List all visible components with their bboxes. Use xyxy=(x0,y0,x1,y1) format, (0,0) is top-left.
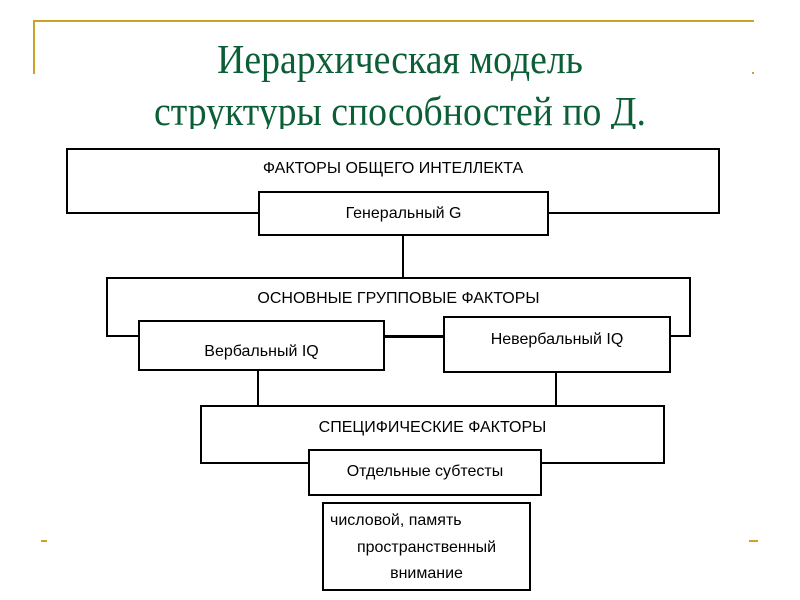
example-2: пространственный xyxy=(356,539,497,556)
example-1: числовой, память xyxy=(330,512,462,529)
specific-factors-label: СПЕЦИФИЧЕСКИЕ ФАКТОРЫ xyxy=(318,419,547,436)
slide-title-line1: Иерархическая модель xyxy=(217,36,583,82)
subtests-label: Отдельные субтесты xyxy=(346,463,504,480)
subtests-box: Отдельные субтесты xyxy=(308,449,542,496)
connector xyxy=(402,235,404,278)
accent-mark xyxy=(41,540,47,542)
verbal-iq-label: Вербальный IQ xyxy=(204,343,319,360)
general-g-label: Генеральный G xyxy=(345,205,462,222)
general-factors-label: ФАКТОРЫ ОБЩЕГО ИНТЕЛЛЕКТА xyxy=(262,160,524,177)
connector xyxy=(384,336,444,338)
examples-box: числовой, память пространственный вниман… xyxy=(322,502,531,591)
nonverbal-iq-box: Невербальный IQ xyxy=(443,316,671,373)
accent-mark xyxy=(749,540,758,542)
verbal-iq-box: Вербальный IQ xyxy=(138,320,385,371)
accent-mark xyxy=(752,72,754,74)
example-3: внимание xyxy=(390,565,463,582)
connector xyxy=(555,372,557,406)
accent-line-left xyxy=(33,20,35,74)
group-factors-label: ОСНОВНЫЕ ГРУППОВЫЕ ФАКТОРЫ xyxy=(257,290,540,307)
accent-line-top xyxy=(33,20,754,22)
connector xyxy=(257,370,259,407)
general-g-box: Генеральный G xyxy=(258,191,549,236)
slide-title-line2: структуры способностей по Д. xyxy=(154,89,646,129)
nonverbal-iq-label: Невербальный IQ xyxy=(490,331,624,348)
